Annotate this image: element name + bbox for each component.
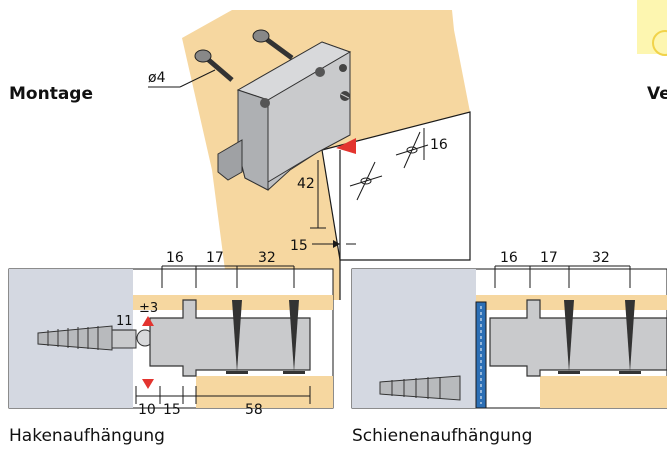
red-marker [336, 138, 356, 154]
rail-mounting-panel: 16 17 32 [351, 250, 667, 409]
montage-title: Montage [9, 84, 93, 104]
dim-right-top-3: 32 [592, 250, 610, 266]
dim-hook-height: 11 [116, 314, 133, 329]
highlight-circle [652, 30, 667, 56]
dim-right-top-2: 17 [540, 250, 558, 266]
caption-rail-mounting: Schienenaufhängung [352, 426, 533, 446]
screw-right [252, 29, 294, 61]
cabinet-side [321, 111, 471, 261]
screw-left [194, 49, 234, 82]
dim-left-top-2: 17 [206, 250, 224, 266]
dim-right-top-1: 16 [500, 250, 518, 266]
wall-bracket [217, 41, 352, 191]
dim-left-bottom-1: 10 [138, 402, 156, 418]
dim-left-bottom-3: 58 [245, 402, 263, 418]
dim-height: 42 [297, 176, 315, 192]
dim-left-bottom-2: 15 [163, 402, 181, 418]
dim-left-top-1: 16 [166, 250, 184, 266]
dim-vertical-offset: 16 [430, 137, 448, 153]
dim-left-top-3: 32 [258, 250, 276, 266]
cut-off-title: Ve [647, 84, 667, 104]
hook-mounting-panel: 16 17 32 ±3 11 10 15 58 [8, 250, 334, 418]
dim-tolerance: ±3 [139, 301, 158, 316]
caption-hook-mounting: Hakenaufhängung [9, 426, 165, 446]
dim-edge-offset: 15 [290, 238, 308, 254]
mounting-illustration: ø4 16 42 15 [148, 10, 471, 300]
dim-drill-diameter: ø4 [148, 70, 166, 86]
